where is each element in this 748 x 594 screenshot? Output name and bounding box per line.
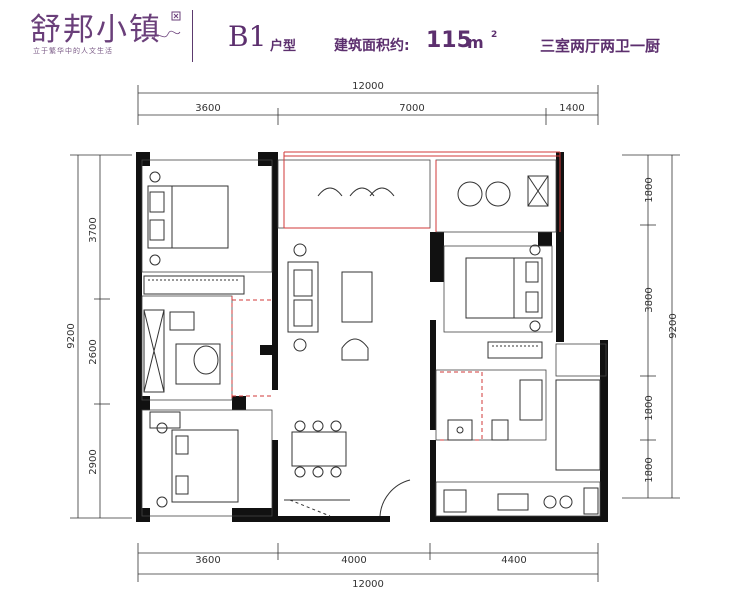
balcony-red-lines (231, 151, 561, 441)
dim-top-seg-3: 1400 (559, 103, 584, 114)
stove-burner-icon (543, 495, 557, 509)
sofa (287, 261, 319, 333)
wardrobe-right (487, 341, 543, 359)
bedroom-bottom-left (149, 411, 239, 508)
bathroom-right (447, 379, 601, 471)
entry-door-swing (379, 479, 411, 517)
bedroom-top-left (143, 171, 245, 295)
header-divider (192, 10, 193, 62)
brand-slogan: 立于繁华中的人文生活 (33, 47, 113, 55)
bathroom-left (143, 309, 221, 393)
area-value: 115 (426, 28, 472, 53)
dimension-bottom: 3600 4000 4400 12000 (137, 543, 599, 590)
dining-table (291, 431, 347, 467)
shower-right (447, 419, 473, 441)
brand-name: 舒邦小镇 (30, 12, 162, 48)
wardrobe-top-left (143, 275, 245, 295)
bed-top-left (147, 185, 229, 249)
toilet-right (491, 419, 509, 441)
dim-top-seg-2: 7000 (399, 103, 424, 114)
layout-description: 三室两厅两卫一厨 (540, 37, 661, 55)
dim-bottom-seg-3: 4400 (501, 555, 526, 566)
dim-left-total: 9200 (66, 323, 77, 348)
laundry-area (555, 379, 601, 471)
toilet-left (193, 345, 219, 375)
room-outlines (141, 159, 607, 517)
unit-code-suffix: 户型 (270, 39, 297, 54)
balcony-chair-1 (317, 187, 343, 197)
lamp-icon (149, 171, 161, 183)
bedroom-right (465, 244, 543, 359)
header: 舒邦小镇 立于繁华中的人文生活 B1 户型 建筑面积约: 115 m 2 三室两… (0, 0, 748, 70)
dim-bottom-total: 12000 (352, 579, 384, 590)
living-room (284, 187, 411, 517)
walls (136, 152, 608, 522)
unit-code: B1 (228, 20, 267, 53)
dim-left-seg-3: 2900 (88, 449, 99, 474)
sink-kitchen (497, 493, 529, 511)
dim-top-total: 12000 (352, 81, 384, 92)
area-unit: m (467, 33, 484, 52)
dim-bottom-seg-1: 3600 (195, 555, 220, 566)
dimension-right: 1800 3800 1800 1800 9200 (622, 154, 680, 499)
dimension-top: 12000 3600 7000 1400 (137, 81, 599, 125)
coffee-table (341, 271, 373, 323)
bed-bottom-left (171, 429, 239, 503)
area-label: 建筑面积约: (334, 38, 410, 54)
dim-left-seg-2: 2600 (88, 339, 99, 364)
dim-right-seg-3: 1800 (644, 395, 655, 420)
sink-left (169, 311, 195, 331)
dim-right-total: 9200 (668, 313, 679, 338)
brand-logo-mark (153, 11, 181, 39)
armchair (341, 338, 369, 361)
dimension-left: 9200 3700 2600 2900 (66, 154, 132, 519)
kitchen (443, 487, 599, 515)
dim-top-seg-1: 3600 (195, 103, 220, 114)
area-unit-superscript: 2 (491, 30, 498, 40)
dim-right-seg-2: 3800 (644, 287, 655, 312)
bed-right (465, 257, 543, 319)
balcony-right (457, 175, 549, 207)
dim-right-seg-4: 1800 (644, 457, 655, 482)
dim-bottom-seg-2: 4000 (341, 555, 366, 566)
dim-right-seg-1: 1800 (644, 177, 655, 202)
shower-left (143, 309, 165, 393)
dim-left-seg-1: 3700 (88, 217, 99, 242)
